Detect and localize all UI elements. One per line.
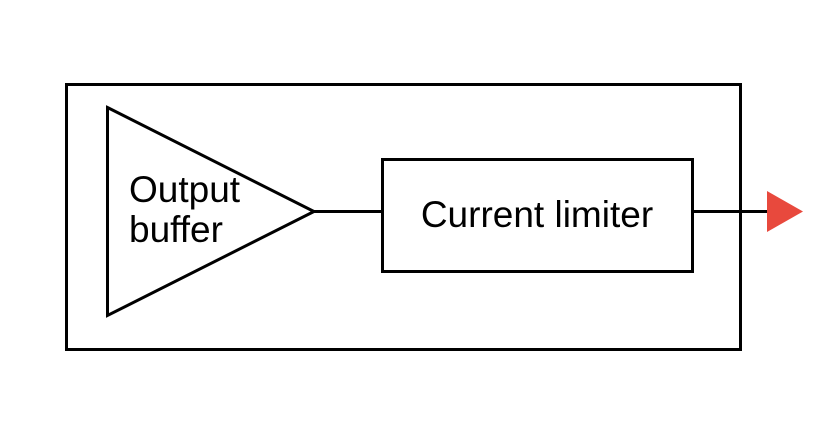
- output-buffer-triangle: [106, 105, 318, 318]
- output-arrow-icon: [767, 191, 803, 232]
- output-buffer-label: Output buffer: [129, 169, 241, 250]
- current-limiter-label-container: Current limiter: [381, 158, 693, 272]
- current-limiter-label: Current limiter: [420, 194, 654, 235]
- current-limiter-box: [381, 158, 694, 273]
